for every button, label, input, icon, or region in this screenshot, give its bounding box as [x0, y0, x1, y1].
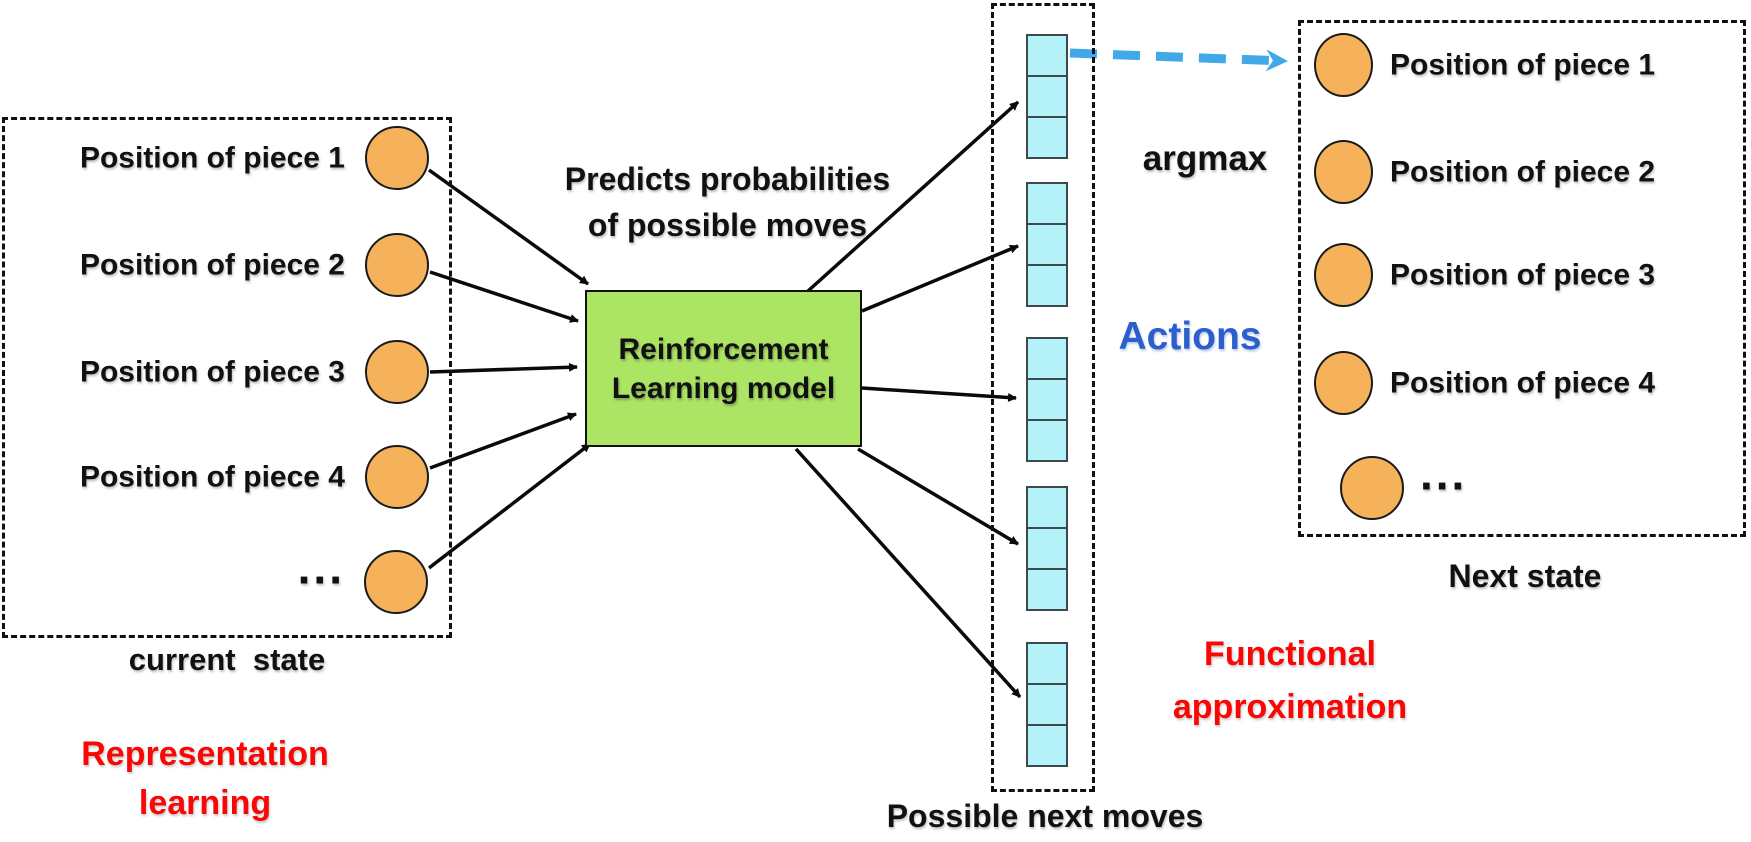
arrow-output-5	[794, 447, 1022, 699]
current-state-node-1	[365, 126, 429, 190]
move-cell	[1026, 223, 1068, 266]
move-cell	[1026, 337, 1068, 380]
representation-learning-line2: learning	[138, 784, 272, 823]
move-cell	[1026, 378, 1068, 421]
actions-label: Actions	[1118, 315, 1262, 358]
functional-approximation-label: Functional approximation	[1125, 628, 1455, 733]
rl-model-line1: Reinforcement	[618, 332, 829, 366]
next-state-node-2	[1314, 140, 1373, 204]
current-piece-1-label: Position of piece 1	[79, 141, 345, 175]
next-piece-1-label: Position of piece 1	[1390, 48, 1656, 82]
rl-model-line2: Learning model	[611, 371, 836, 405]
move-cell	[1026, 264, 1068, 307]
move-vector-4	[1026, 486, 1068, 611]
functional-line1: Functional	[1204, 635, 1376, 673]
arrow-input-2	[429, 270, 579, 323]
next-state-box	[1298, 20, 1746, 537]
arrow-input-5	[427, 442, 592, 570]
argmax-arrow	[1069, 48, 1288, 72]
move-cell	[1026, 34, 1068, 77]
next-state-node-4	[1314, 351, 1373, 415]
current-piece-3-label: Position of piece 3	[79, 355, 345, 389]
predicts-probabilities-label: Predicts probabilities of possible moves	[545, 156, 910, 249]
rl-model-box: Reinforcement Learning model	[585, 290, 862, 447]
functional-line2: approximation	[1172, 687, 1408, 726]
next-ellipsis-label: ...	[1420, 447, 1468, 500]
move-cell	[1026, 486, 1068, 529]
current-state-node-5	[364, 550, 428, 614]
move-cell	[1026, 419, 1068, 462]
possible-moves-box	[991, 3, 1095, 792]
next-piece-4-label: Position of piece 4	[1390, 366, 1656, 400]
current-state-caption: current state	[128, 642, 326, 677]
next-state-node-3	[1314, 243, 1373, 307]
move-cell	[1026, 116, 1068, 159]
current-piece-4-label: Position of piece 4	[79, 460, 345, 494]
predicts-line2: of possible moves	[587, 207, 868, 244]
possible-moves-caption: Possible next moves	[886, 798, 1204, 834]
next-state-node-1	[1314, 33, 1373, 97]
next-piece-2-label: Position of piece 2	[1390, 155, 1656, 189]
representation-learning-label: Representation learning	[30, 730, 380, 829]
arrow-input-3	[429, 362, 578, 374]
move-vector-3	[1026, 337, 1068, 462]
representation-learning-line1: Representation	[81, 735, 329, 773]
move-cell	[1026, 683, 1068, 726]
move-vector-1	[1026, 34, 1068, 159]
current-state-box	[2, 117, 452, 638]
move-cell	[1026, 642, 1068, 685]
move-vector-5	[1026, 642, 1068, 767]
current-state-node-4	[365, 445, 429, 509]
current-ellipsis-label: ...	[297, 541, 345, 594]
next-piece-3-label: Position of piece 3	[1390, 258, 1656, 292]
current-state-node-2	[365, 233, 429, 297]
move-cell	[1026, 527, 1068, 570]
argmax-label: argmax	[1142, 139, 1268, 178]
move-cell	[1026, 182, 1068, 225]
predicts-line1: Predicts probabilities	[564, 161, 891, 197]
move-cell	[1026, 724, 1068, 767]
next-state-caption: Next state	[1448, 558, 1602, 594]
current-state-node-3	[365, 340, 429, 404]
current-piece-2-label: Position of piece 2	[79, 248, 345, 282]
move-vector-2	[1026, 182, 1068, 307]
move-cell	[1026, 75, 1068, 118]
move-cell	[1026, 568, 1068, 611]
next-state-node-5	[1340, 456, 1404, 520]
